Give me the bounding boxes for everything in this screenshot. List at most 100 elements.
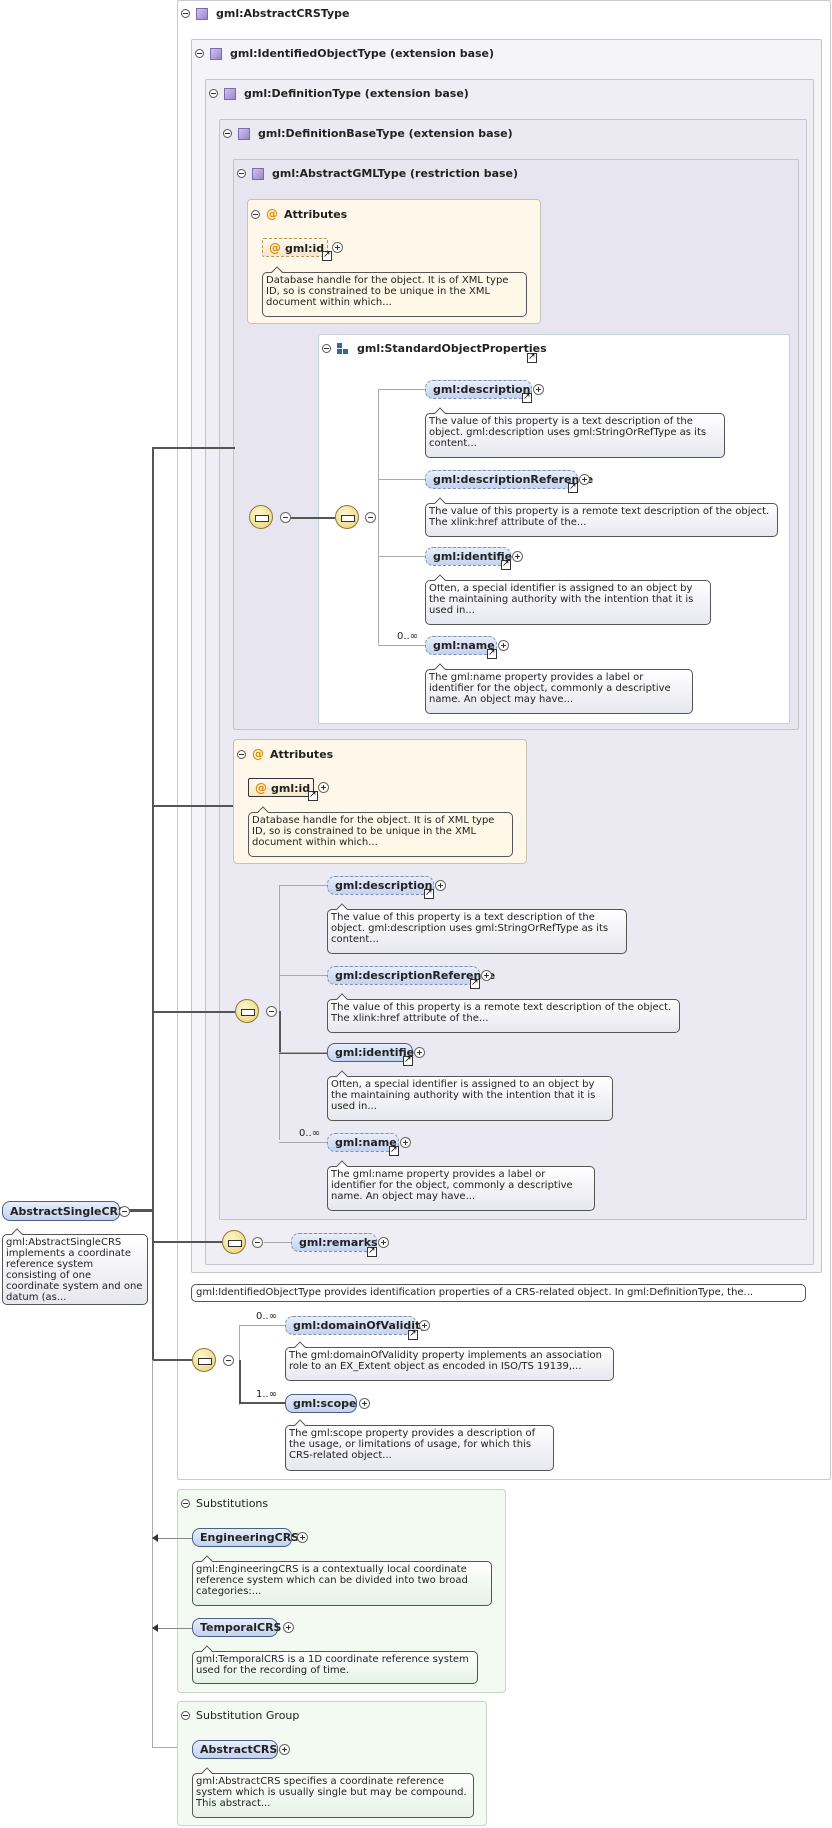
remarks-connector [264, 1242, 291, 1243]
property-element[interactable]: gml:name [327, 1133, 399, 1152]
collapse-icon[interactable] [223, 129, 232, 138]
outer-attributes-title[interactable]: @ Attributes [237, 747, 333, 761]
scope-element[interactable]: gml:scope [285, 1394, 357, 1413]
expand-icon[interactable] [279, 1744, 290, 1755]
remarks-element[interactable]: gml:remarks [291, 1233, 378, 1252]
collapse-icon[interactable] [223, 1355, 234, 1366]
definition-type-title[interactable]: gml:DefinitionType (extension base) [209, 87, 469, 100]
identified-object-type-title[interactable]: gml:IdentifiedObjectType (extension base… [195, 47, 494, 60]
expand-icon[interactable] [579, 474, 590, 485]
abstract-single-crs-element[interactable]: AbstractSingleCRS [2, 1201, 126, 1221]
engineering-crs-element[interactable]: EngineeringCRS [192, 1528, 299, 1547]
reference-icon[interactable] [527, 351, 537, 363]
attribute-icon: @ [255, 781, 267, 795]
inner-gml-id-attribute[interactable]: @gml:id [262, 238, 328, 257]
collapse-icon[interactable] [195, 49, 204, 58]
collapse-icon[interactable] [266, 1006, 277, 1017]
expand-icon[interactable] [533, 384, 544, 395]
expand-icon[interactable] [332, 242, 343, 253]
collapse-icon[interactable] [237, 169, 246, 178]
expand-icon[interactable] [481, 970, 492, 981]
abstract-crs-description: gml:AbstractCRS specifies a coordinate r… [192, 1773, 474, 1818]
property-element[interactable]: gml:description [425, 380, 532, 399]
expand-icon[interactable] [378, 1237, 389, 1248]
sequence-compositor-icon[interactable] [192, 1348, 216, 1372]
root-connector [128, 1210, 154, 1212]
property-description: Often, a special identifier is assigned … [327, 1076, 613, 1121]
sequence-compositor-icon[interactable] [235, 999, 259, 1023]
property-element[interactable]: gml:identifier [425, 547, 518, 566]
expand-icon[interactable] [498, 640, 509, 651]
inner-attributes-title[interactable]: @ Attributes [251, 207, 347, 221]
expand-icon[interactable] [419, 1320, 430, 1331]
standard-object-properties-title[interactable]: gml:StandardObjectProperties [322, 342, 547, 355]
sequence-branch [378, 479, 425, 480]
abstract-gml-type-title[interactable]: gml:AbstractGMLType (restriction base) [237, 167, 518, 180]
expand-icon[interactable] [512, 551, 523, 562]
domain-of-validity-element[interactable]: gml:domainOfValidity [285, 1316, 428, 1335]
identified-object-type-description: gml:IdentifiedObjectType provides identi… [191, 1284, 806, 1302]
expand-icon[interactable] [435, 880, 446, 891]
property-element[interactable]: gml:descriptionReference [327, 966, 495, 985]
collapse-icon[interactable] [280, 512, 291, 523]
sequence-compositor-icon[interactable] [249, 505, 273, 529]
sequence-compositor-icon[interactable] [222, 1230, 246, 1254]
expand-icon[interactable] [318, 782, 329, 793]
temporal-crs-description: gml:TemporalCRS is a 1D coordinate refer… [192, 1651, 478, 1684]
expand-icon[interactable] [400, 1137, 411, 1148]
reference-icon[interactable] [424, 887, 434, 899]
cardinality-label: 0..∞ [397, 631, 419, 642]
reference-icon[interactable] [408, 1328, 418, 1340]
collapse-icon[interactable] [181, 1711, 190, 1720]
branch-crs-seq [152, 1359, 192, 1361]
complex-type-icon [210, 47, 222, 60]
sequence-compositor-icon[interactable] [335, 505, 359, 529]
attribute-icon: @ [269, 241, 281, 255]
property-element[interactable]: gml:name [425, 636, 497, 655]
collapse-icon[interactable] [181, 1499, 190, 1508]
outer-gml-id-attribute[interactable]: @gml:id [248, 778, 314, 797]
temporal-crs-element[interactable]: TemporalCRS [192, 1618, 281, 1637]
property-element[interactable]: gml:description [327, 876, 434, 895]
expand-icon[interactable] [297, 1532, 308, 1543]
abstract-crs-element[interactable]: AbstractCRS [192, 1740, 278, 1759]
reference-icon[interactable] [389, 1144, 399, 1156]
branch-remarks [152, 1241, 222, 1243]
reference-icon[interactable] [367, 1245, 377, 1257]
property-element[interactable]: gml:identifier [327, 1043, 420, 1062]
reference-icon[interactable] [470, 977, 480, 989]
definition-base-type-title[interactable]: gml:DefinitionBaseType (extension base) [223, 127, 513, 140]
collapse-icon[interactable] [119, 1206, 130, 1217]
collapse-icon[interactable] [322, 344, 331, 353]
identifier-connector [279, 1011, 281, 1053]
property-description: The value of this property is a remote t… [327, 999, 680, 1033]
collapse-icon[interactable] [251, 209, 260, 219]
reference-icon[interactable] [403, 1054, 413, 1066]
sequence-branch [279, 975, 327, 976]
collapse-icon[interactable] [181, 9, 190, 18]
collapse-icon[interactable] [252, 1237, 263, 1248]
scope-connector [239, 1360, 241, 1403]
branch-abstract-gml [152, 447, 235, 449]
expand-icon[interactable] [414, 1047, 425, 1058]
cardinality-label: 0..∞ [299, 1128, 321, 1139]
reference-icon[interactable] [501, 558, 511, 570]
reference-icon[interactable] [487, 647, 497, 659]
collapse-icon[interactable] [365, 512, 376, 523]
reference-icon[interactable] [568, 481, 578, 493]
substitutions-title[interactable]: Substitutions [181, 1497, 268, 1510]
abstract-crs-type-title[interactable]: gml:AbstractCRSType [181, 7, 350, 20]
reference-icon[interactable] [322, 249, 332, 261]
expand-icon[interactable] [283, 1622, 294, 1633]
collapse-icon[interactable] [209, 89, 218, 98]
substitution-group-branch [152, 1747, 192, 1748]
reference-icon[interactable] [308, 789, 318, 801]
reference-icon[interactable] [522, 391, 532, 403]
attribute-icon: @ [252, 747, 264, 761]
connector [291, 517, 335, 519]
expand-icon[interactable] [359, 1398, 370, 1409]
substitution-group-title[interactable]: Substitution Group [181, 1709, 299, 1722]
scope-connector-h [239, 1402, 285, 1404]
collapse-icon[interactable] [237, 749, 246, 759]
property-element[interactable]: gml:descriptionReference [425, 470, 593, 489]
